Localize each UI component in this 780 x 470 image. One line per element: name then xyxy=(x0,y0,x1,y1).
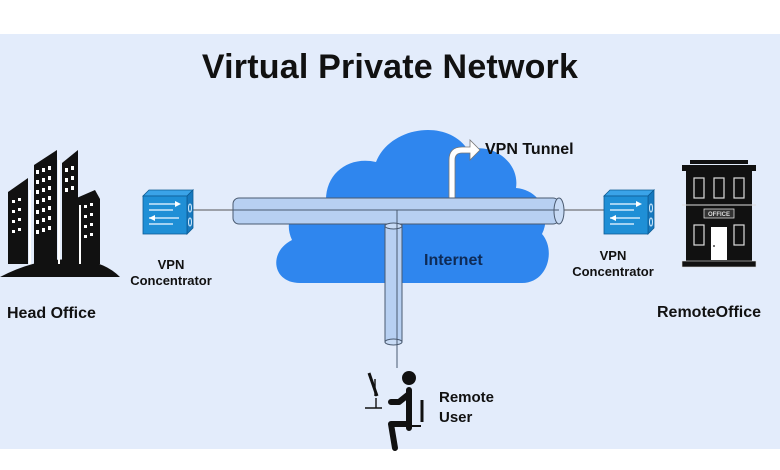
office-towers-icon xyxy=(0,150,120,277)
remote-user-line2: User xyxy=(439,409,473,426)
head-office-label: Head Office xyxy=(7,305,96,322)
vpn-concentrator-right-label: VPN Concentrator xyxy=(562,248,664,280)
remote-office-label: RemoteOffice xyxy=(657,304,762,321)
office-sign: OFFICE xyxy=(708,212,730,218)
vpn-concentrator-right-line1: VPN xyxy=(599,248,627,263)
curved-arrow-icon xyxy=(448,139,481,199)
vpn-tunnel-pipe xyxy=(232,197,565,225)
vpn-concentrator-right-line2: Concentrator xyxy=(572,264,654,279)
vpn-concentrator-left-label: VPN Concentrator xyxy=(120,257,222,289)
diagram-title: Virtual Private Network xyxy=(201,48,579,86)
vpn-concentrator-icon-right xyxy=(603,189,655,235)
office-building-icon: OFFICE xyxy=(681,160,757,268)
person-at-computer-icon xyxy=(365,371,424,451)
remote-user-label: Remote User xyxy=(439,388,494,428)
vpn-concentrator-left-line1: VPN xyxy=(157,257,185,272)
vpn-concentrator-icon-left xyxy=(142,189,194,235)
vpn-concentrator-left-line2: Concentrator xyxy=(130,273,212,288)
remote-user-line1: Remote xyxy=(439,389,495,406)
vpn-tunnel-label: VPN Tunnel xyxy=(485,141,574,158)
internet-label: Internet xyxy=(424,252,483,269)
remote-user-pipe xyxy=(384,210,403,368)
